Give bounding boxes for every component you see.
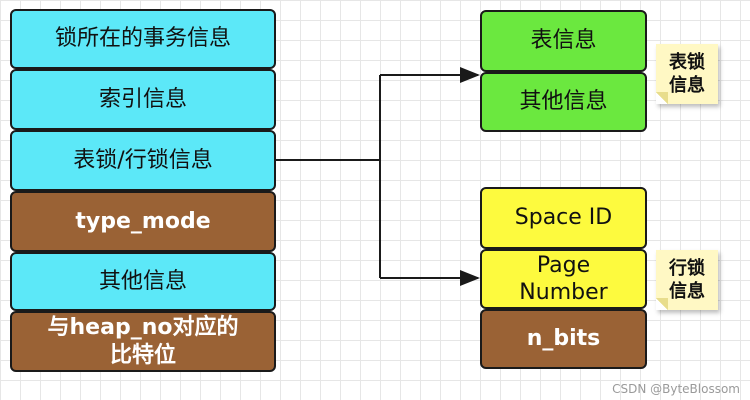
field-label: Page Number	[519, 252, 608, 306]
field-index-info: 索引信息	[10, 69, 276, 130]
row-lock-page-number: Page Number	[480, 249, 647, 309]
row-lock-note: 行锁信息	[656, 250, 718, 310]
field-label: 索引信息	[98, 86, 187, 112]
field-label: 表锁/行锁信息	[73, 147, 213, 173]
field-label: type_mode	[75, 208, 211, 234]
table-lock-other-info: 其他信息	[480, 72, 647, 132]
field-label: Space ID	[514, 205, 613, 231]
note-label: 行锁信息	[669, 257, 705, 302]
field-label: 与heap_no对应的比特位	[47, 315, 239, 368]
table-lock-note: 表锁信息	[656, 44, 718, 104]
row-lock-space-id: Space ID	[480, 187, 647, 249]
field-label: 其他信息	[98, 268, 187, 294]
field-type-mode: type_mode	[10, 191, 276, 252]
field-label: 其他信息	[519, 89, 608, 115]
field-transaction-info: 锁所在的事务信息	[10, 9, 276, 69]
table-lock-table-info: 表信息	[480, 10, 647, 72]
field-other-info: 其他信息	[10, 252, 276, 311]
field-label: 锁所在的事务信息	[54, 26, 231, 52]
watermark: CSDN @ByteBlossom	[612, 382, 740, 396]
field-label: 表信息	[530, 28, 597, 54]
row-lock-n-bits: n_bits	[480, 309, 647, 369]
field-lock-info: 表锁/行锁信息	[10, 130, 276, 191]
field-label: n_bits	[526, 326, 601, 352]
note-label: 表锁信息	[669, 51, 705, 96]
field-heap-no-bits: 与heap_no对应的比特位	[10, 311, 276, 372]
